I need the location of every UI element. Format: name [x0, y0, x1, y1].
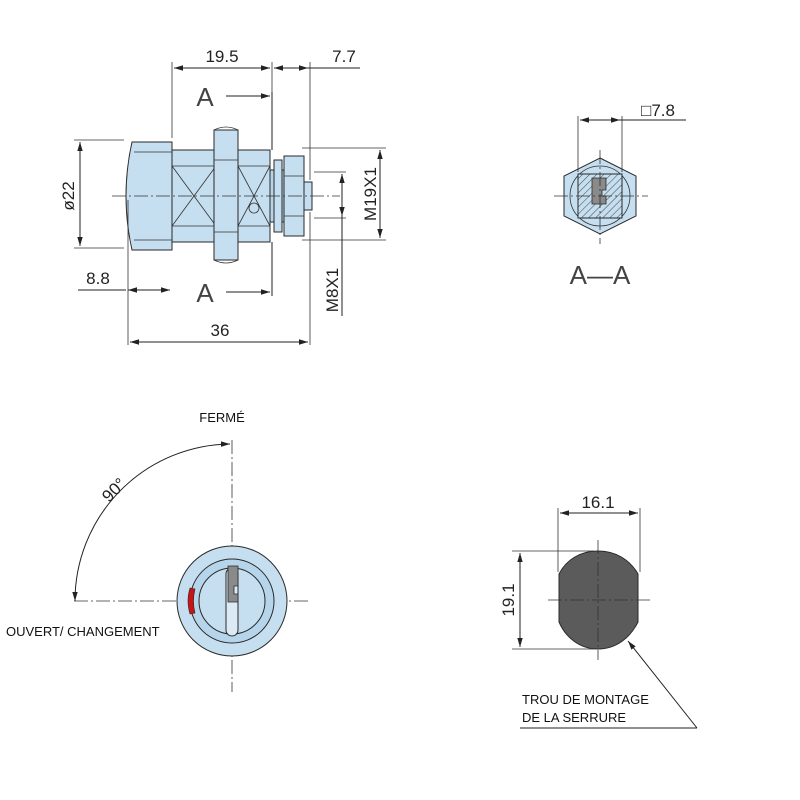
- mounting-hole-view: 16.1 19.1 TROU DE MONTAGE DE LA SERRURE: [499, 493, 698, 729]
- label-mounting-hole-2: DE LA SERRURE: [522, 710, 626, 725]
- dim-m19: M19X1: [361, 167, 380, 221]
- dim-8-8: 8.8: [86, 269, 110, 288]
- dim-hole-width: 16.1: [581, 493, 614, 512]
- side-view: 19.5 7.7 ø22 8.8 36 M19X1 M8X1 A A: [59, 47, 386, 345]
- dim-36: 36: [211, 321, 230, 340]
- section-title: A—A: [570, 260, 631, 290]
- dim-dia-22: ø22: [59, 181, 78, 210]
- section-letter-bottom: A: [196, 278, 214, 308]
- red-indicator: [187, 587, 196, 615]
- dim-19-5: 19.5: [205, 47, 238, 66]
- dim-square-7-8: □7.8: [641, 101, 675, 120]
- section-letter-top: A: [196, 82, 214, 112]
- label-mounting-hole-1: TROU DE MONTAGE: [522, 692, 649, 707]
- dim-angle-90: 90°: [98, 474, 130, 506]
- label-open-change: OUVERT/ CHANGEMENT: [6, 624, 160, 639]
- section-view-a-a: □7.8 A—A: [554, 101, 686, 290]
- label-closed: FERMÉ: [199, 410, 245, 425]
- dim-hole-height: 19.1: [499, 583, 518, 616]
- front-view: 90° FERMÉ OUVERT/ CHANGEMENT: [6, 410, 310, 692]
- hex-nut: [213, 129, 239, 261]
- dim-7-7: 7.7: [332, 47, 356, 66]
- bezel: [125, 141, 173, 251]
- dim-m8: M8X1: [323, 268, 342, 312]
